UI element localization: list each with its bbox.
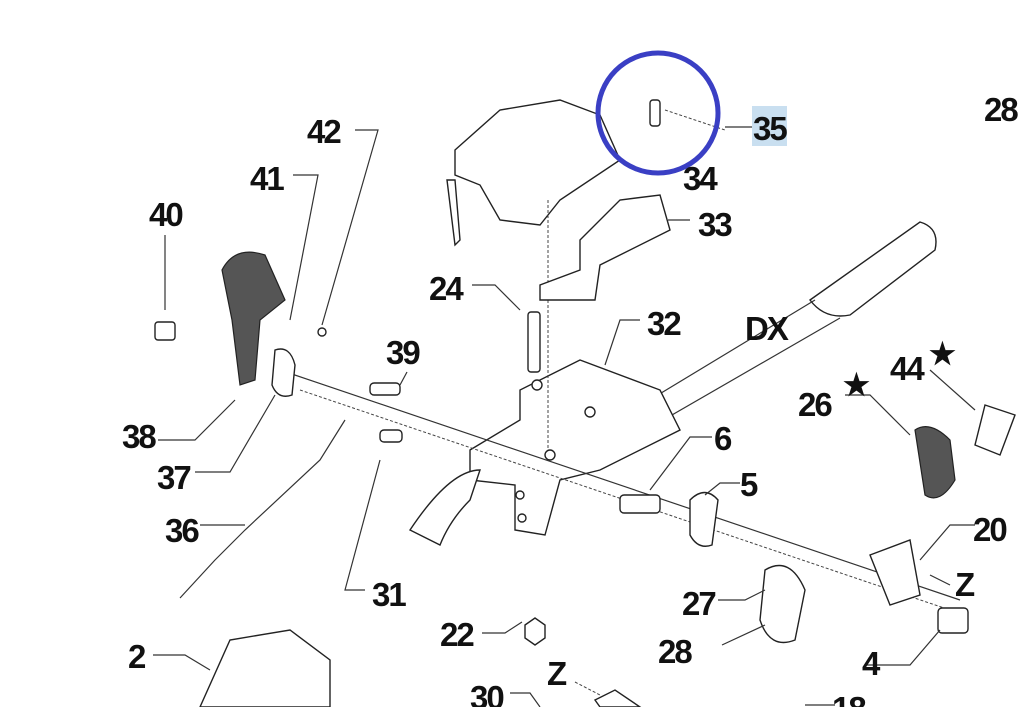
screw [649,99,661,127]
label-24[interactable]: 24 [429,270,466,307]
label-44[interactable]: 44 [890,350,927,387]
label-28-bottom[interactable]: 28 [658,633,694,670]
leader-lines [153,126,976,707]
end-cap [937,607,969,634]
label-20[interactable]: 20 [973,511,1008,548]
washer-plate [689,491,719,547]
callout-labels: 42 41 40 39 38 37 36 31 2 24 32 DX 34 33… [122,91,1020,707]
label-37[interactable]: 37 [157,459,192,496]
bottom-pin [593,689,642,707]
highlight-circle [595,50,721,176]
nut [524,617,546,646]
lever-assembly [154,251,327,397]
bracket-plate [869,539,921,606]
label-18[interactable]: 18 [832,690,868,707]
label-27[interactable]: 27 [682,585,717,622]
label-26[interactable]: 26 [798,386,834,423]
label-32[interactable]: 32 [647,305,683,342]
label-36[interactable]: 36 [165,512,201,549]
label-dx[interactable]: DX [745,310,791,347]
axle-line [279,369,961,601]
label-22[interactable]: 22 [440,616,476,653]
label-38[interactable]: 38 [122,418,158,455]
label-35-highlighted[interactable]: 35 [753,110,789,147]
small-screw [721,624,766,646]
label-z-right[interactable]: Z [955,566,977,603]
cam-lever [759,564,806,644]
frame-bracket [408,359,681,546]
label-41[interactable]: 41 [250,160,286,197]
cap [974,404,1016,456]
label-31[interactable]: 31 [372,576,408,613]
cable [179,419,346,599]
star-icon: ★ [843,369,870,402]
sector-plate [539,194,671,301]
guard-part [199,629,331,707]
star-icon: ★ [929,338,956,371]
axle-dashed-line [299,389,951,611]
label-33[interactable]: 33 [698,206,734,243]
label-6[interactable]: 6 [714,420,734,457]
top-cover [446,99,621,450]
highlight-box [752,106,787,146]
knob [914,426,956,499]
label-4[interactable]: 4 [862,645,883,682]
label-42[interactable]: 42 [307,113,343,150]
label-28-top[interactable]: 28 [984,91,1020,128]
label-39[interactable]: 39 [386,334,422,371]
label-34[interactable]: 34 [683,160,720,197]
bushing [379,429,403,443]
label-2[interactable]: 2 [128,638,148,675]
spacer [619,494,661,514]
label-5[interactable]: 5 [740,466,760,503]
bolt [527,311,541,373]
label-40[interactable]: 40 [149,196,184,233]
label-z-bottom[interactable]: Z [547,655,569,692]
pin [369,382,401,396]
label-30[interactable]: 30 [470,679,505,707]
